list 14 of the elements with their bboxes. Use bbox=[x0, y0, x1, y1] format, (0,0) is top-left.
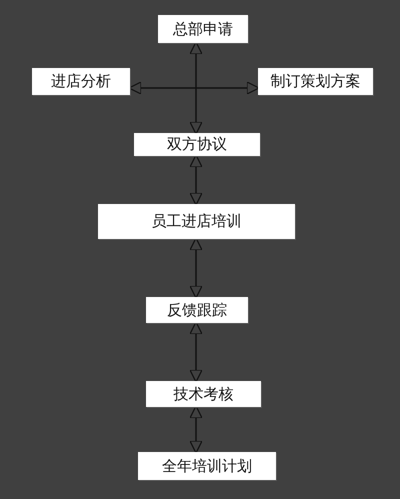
double-arrow bbox=[189, 237, 203, 299]
process-box: 进店分析 bbox=[32, 68, 130, 95]
process-box: 全年培训计划 bbox=[138, 452, 276, 480]
double-arrow bbox=[189, 154, 203, 206]
process-box: 技术考核 bbox=[146, 381, 261, 407]
process-box: 员工进店培训 bbox=[98, 204, 295, 239]
double-arrow bbox=[189, 321, 203, 383]
process-box: 反馈跟踪 bbox=[146, 297, 248, 323]
process-box: 双方协议 bbox=[134, 133, 260, 156]
process-box: 制订策划方案 bbox=[258, 68, 373, 95]
double-arrow bbox=[128, 81, 260, 95]
double-arrow bbox=[189, 41, 203, 135]
double-arrow bbox=[189, 405, 203, 454]
process-box: 总部申请 bbox=[158, 15, 248, 43]
